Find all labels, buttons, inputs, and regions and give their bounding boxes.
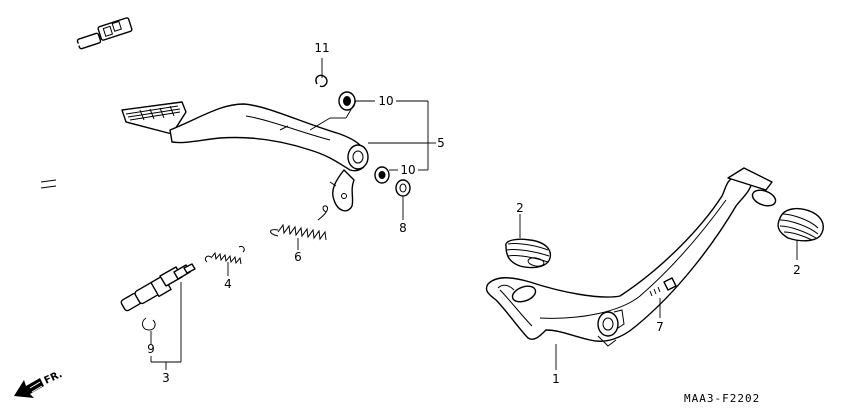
brake-pedal-spring — [270, 205, 329, 241]
callout-3: 3 — [162, 371, 170, 385]
callout-7: 7 — [656, 320, 664, 334]
wire-connector — [76, 17, 133, 50]
bolt-7 — [645, 277, 677, 297]
callout-2-right: 2 — [793, 263, 801, 277]
seal-lower — [374, 166, 390, 184]
washer-8 — [395, 179, 411, 197]
callout-2-left: 2 — [516, 201, 524, 215]
circlip-11 — [315, 74, 328, 88]
callout-8: 8 — [399, 221, 407, 235]
brake-pedal — [121, 101, 369, 212]
front-direction-arrow — [14, 378, 44, 398]
callout-1: 1 — [552, 372, 560, 386]
callout-10-upper: 10 — [378, 94, 393, 108]
callout-10-lower: 10 — [400, 163, 415, 177]
brake-switch — [120, 263, 196, 312]
return-spring-small — [204, 246, 245, 265]
callout-6: 6 — [294, 250, 302, 264]
callout-11: 11 — [314, 41, 329, 55]
step-pedal-assembly — [485, 167, 777, 347]
direction-label: FR. — [43, 369, 64, 387]
callout-5: 5 — [437, 136, 445, 150]
callout-9: 9 — [147, 342, 155, 356]
rubber-peg-right — [777, 207, 824, 242]
rubber-peg-left — [505, 238, 552, 269]
brake-switch-wire — [40, 17, 196, 331]
clip-part — [141, 317, 156, 331]
diagram-code: MAA3-F2202 — [684, 392, 760, 405]
callout-4: 4 — [224, 277, 232, 291]
